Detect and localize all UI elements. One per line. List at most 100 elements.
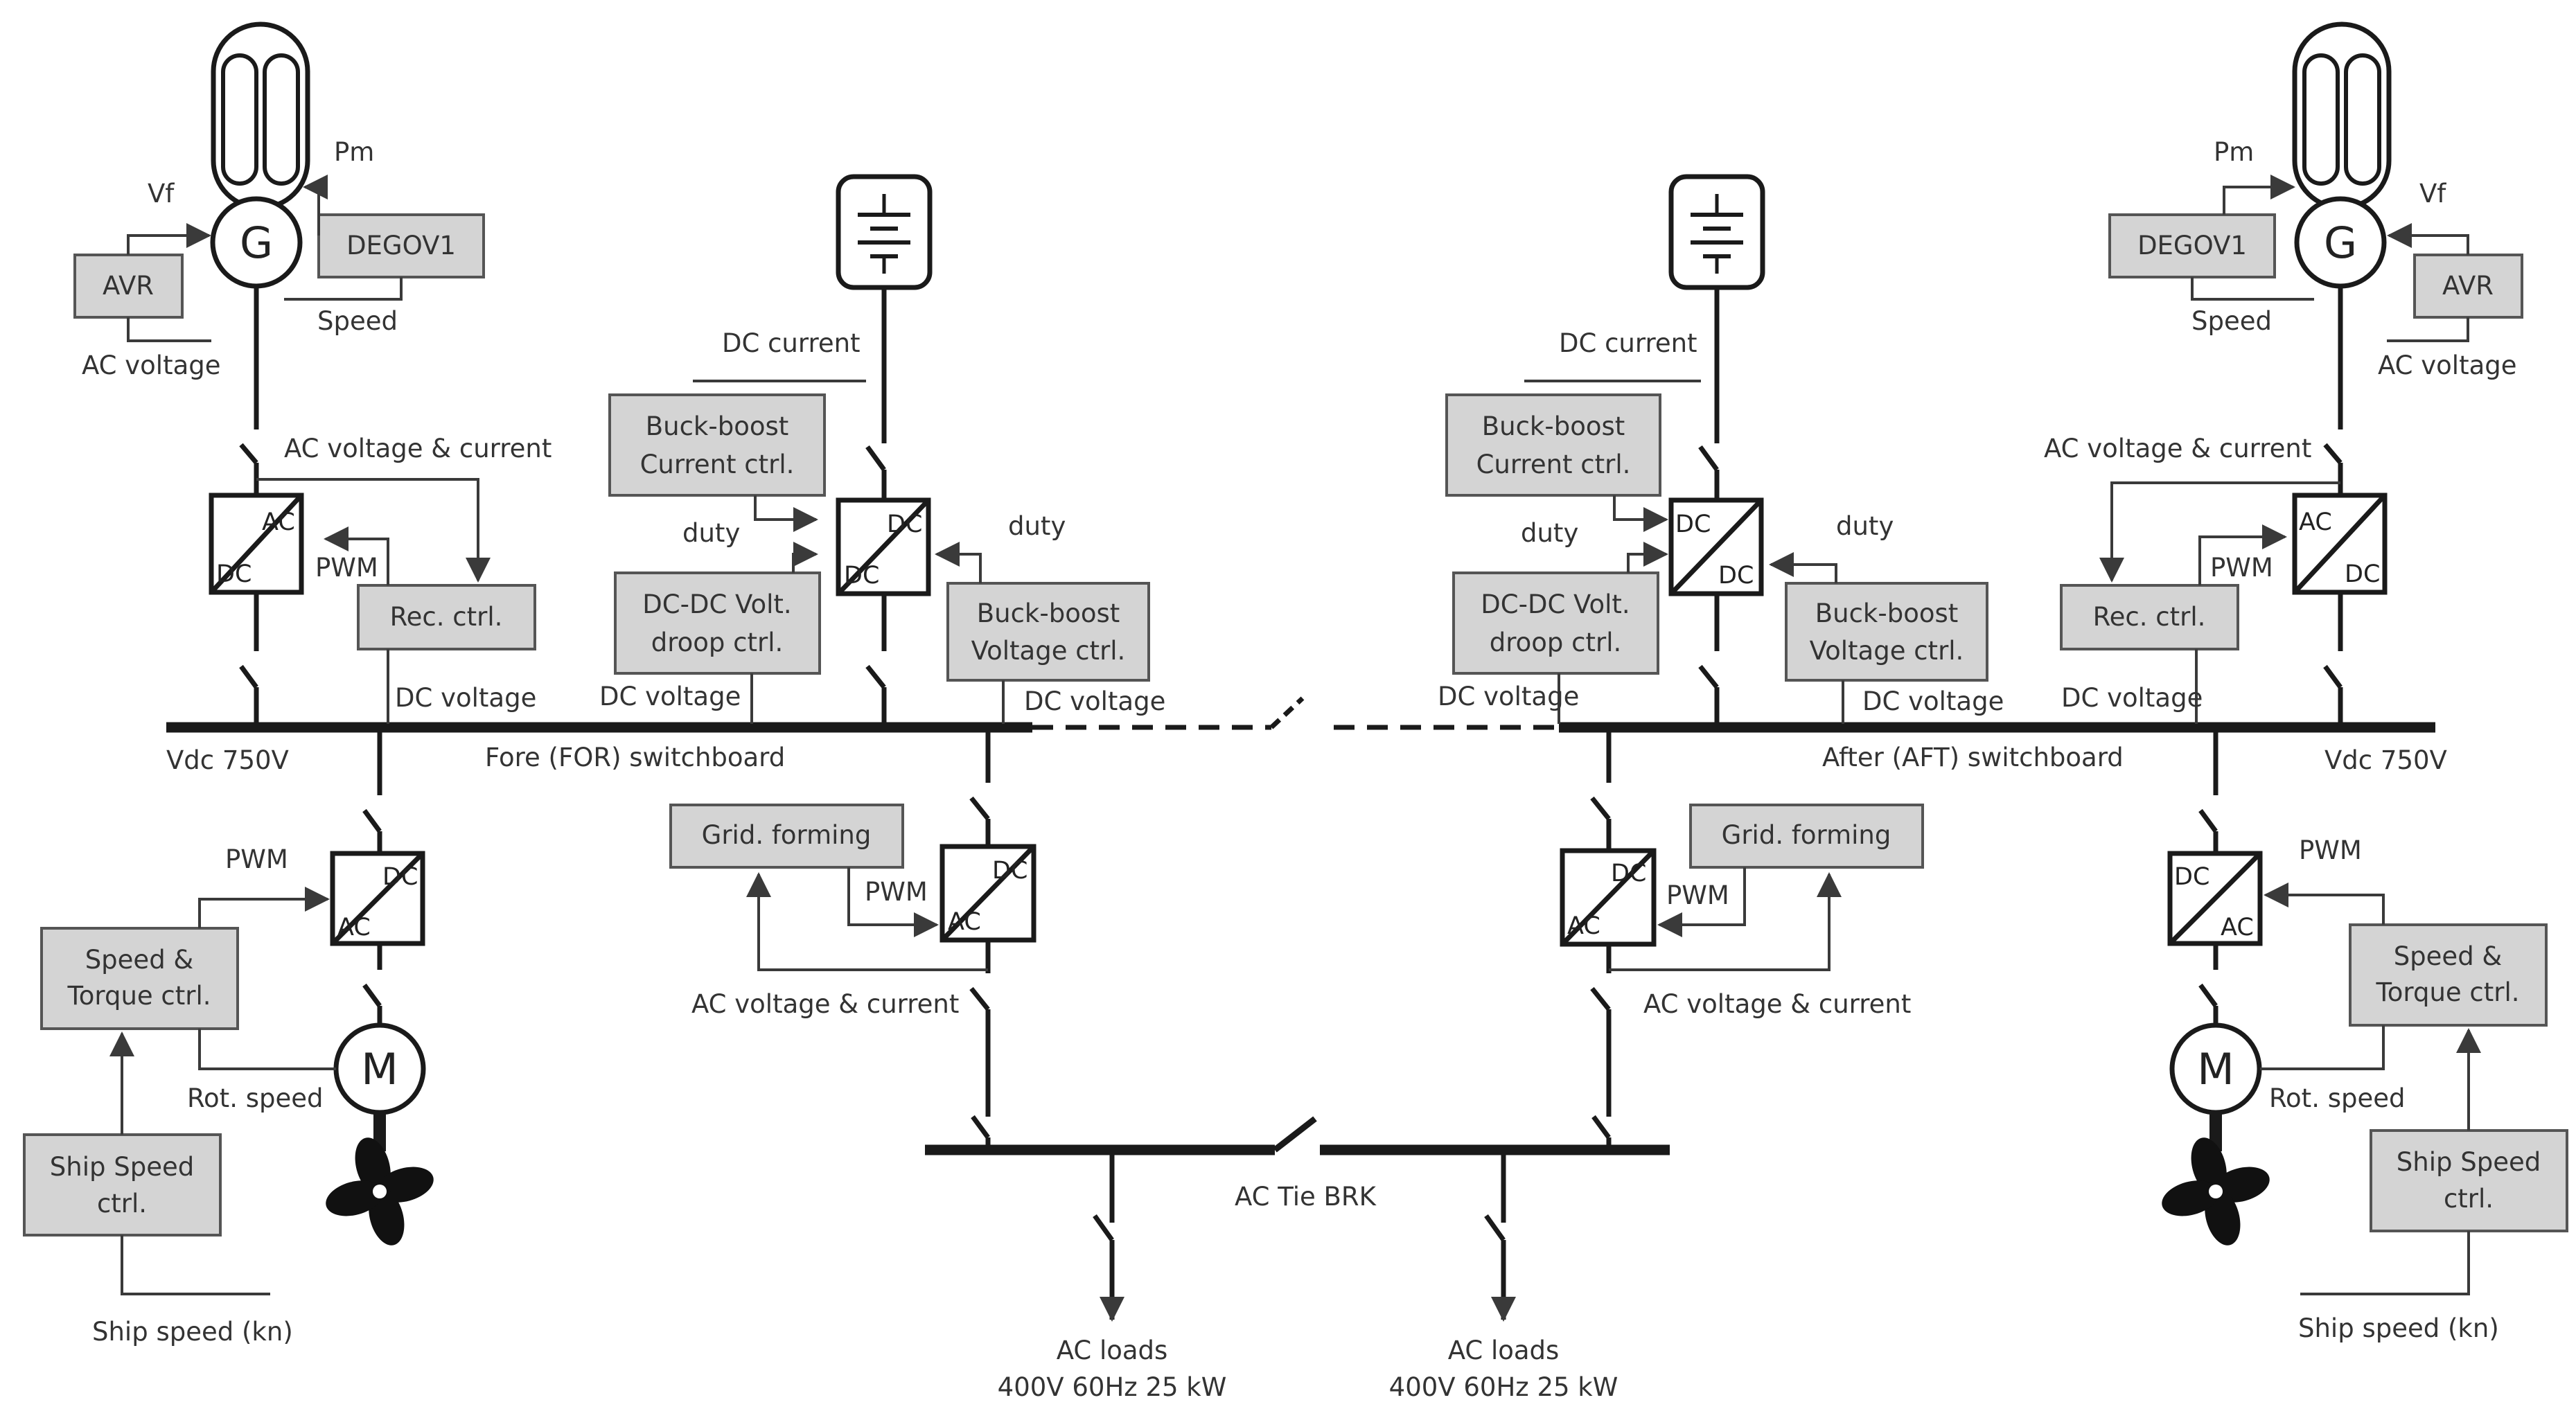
left-grid-inverter-ac: AC bbox=[948, 908, 981, 936]
duty-left-right-label: duty bbox=[1521, 518, 1578, 548]
grid-forming-box-right bbox=[1689, 804, 1924, 869]
bb-current-right-line2: Current ctrl. bbox=[1476, 450, 1631, 479]
speed-torque-right-line2: Torque ctrl. bbox=[2375, 977, 2519, 1007]
droop-box-right bbox=[1452, 571, 1659, 675]
ac-vi-grid-right-label: AC voltage & current bbox=[1643, 989, 1911, 1019]
vf-arrow-right bbox=[2387, 223, 2469, 255]
vf-right-label: Vf bbox=[2419, 179, 2446, 209]
left-generator-branch: G AC DC AVR Vf AC voltage DEGOV1 Pm Spee… bbox=[73, 21, 552, 775]
left-battery-breaker bbox=[865, 445, 886, 472]
ship-speed-input-line-right bbox=[2300, 1231, 2470, 1295]
diesel-engine-left-cylinder-1 bbox=[221, 53, 258, 186]
right-dcdc-top-dc: DC bbox=[1675, 511, 1711, 538]
right-rectifier-diagonal bbox=[2293, 493, 2387, 594]
left-dcdc-bottom-dc: DC bbox=[844, 562, 879, 590]
ac-voltage-line-right bbox=[2387, 317, 2469, 342]
pwm-grid-right-label: PWM bbox=[1666, 880, 1729, 910]
bb-current-right-line1: Buck-boost bbox=[1482, 411, 1625, 441]
bb-voltage-box-right bbox=[1785, 582, 1988, 682]
rot-speed-right-label: Rot. speed bbox=[2269, 1083, 2406, 1113]
ac-tie-breaker bbox=[1273, 1116, 1317, 1153]
ac-load-right-breaker bbox=[1484, 1214, 1506, 1242]
grid-forming-right-label: Grid. forming bbox=[1722, 820, 1891, 850]
dc-voltage-droop-left-label: DC voltage bbox=[599, 682, 741, 711]
duty-arrow-current-left bbox=[754, 495, 818, 532]
right-rect-breaker bbox=[2323, 664, 2343, 689]
bb-current-left-line2: Current ctrl. bbox=[640, 450, 795, 479]
right-motor-inverter-dc: DC bbox=[2174, 863, 2209, 891]
dc-voltage-bb-right-label: DC voltage bbox=[1862, 686, 2004, 716]
duty-arrow-droop-left bbox=[792, 542, 818, 573]
left-grid-inverter-diagonal bbox=[940, 844, 1036, 942]
left-motor-inverter-diagonal bbox=[330, 851, 425, 946]
propeller-right-icon bbox=[2162, 1137, 2270, 1246]
bb-current-box-right bbox=[1445, 393, 1661, 497]
ac-vi-grid-left-label: AC voltage & current bbox=[691, 989, 959, 1019]
ac-vi-arrow-right bbox=[2099, 481, 2340, 583]
vdc-right-label: Vdc 750V bbox=[2324, 745, 2447, 775]
speed-right-label: Speed bbox=[2191, 306, 2272, 336]
battery-left-icon bbox=[858, 194, 910, 274]
motor-pwm-right-label: PWM bbox=[2299, 835, 2362, 865]
left-rect-breaker bbox=[239, 664, 258, 689]
rec-ctrl-left-label: Rec. ctrl. bbox=[390, 602, 503, 632]
right-grid-inverter-diagonal bbox=[1560, 849, 1656, 946]
ship-speed-right-label: Ship speed (kn) bbox=[2298, 1313, 2499, 1343]
pwm-right-label: PWM bbox=[2210, 553, 2273, 583]
battery-right-icon bbox=[1691, 194, 1743, 274]
left-motor-inverter-dc: DC bbox=[382, 863, 418, 891]
bb-current-box-left bbox=[608, 393, 826, 497]
right-grid-inverter-ac: AC bbox=[1567, 912, 1600, 940]
propeller-left-icon bbox=[326, 1137, 434, 1246]
fore-switchboard-label: Fore (FOR) switchboard bbox=[485, 743, 785, 772]
speed-torque-right-line1: Speed & bbox=[2394, 941, 2503, 971]
rot-speed-line-left bbox=[198, 1029, 336, 1070]
duty-arrow-droop-right bbox=[1627, 542, 1668, 573]
left-inv-breaker-3 bbox=[971, 1115, 990, 1140]
ship-speed-left-label: Ship speed (kn) bbox=[92, 1317, 293, 1347]
ac-voltage-line-left bbox=[127, 317, 211, 342]
speed-torque-left-line1: Speed & bbox=[85, 945, 194, 975]
ship-speed-ctrl-right-line2: ctrl. bbox=[2444, 1184, 2494, 1214]
pm-arrow-right bbox=[2223, 175, 2295, 215]
dc-voltage-droop-right-label: DC voltage bbox=[1438, 682, 1579, 711]
ship-speed-ctrl-box-right bbox=[2370, 1129, 2568, 1232]
ac-load-right-line1: AC loads bbox=[1448, 1336, 1560, 1365]
pwm-left-label: PWM bbox=[315, 553, 378, 583]
degov-left-label: DEGOV1 bbox=[346, 231, 456, 260]
speed-line-left bbox=[284, 277, 403, 301]
bb-voltage-right-line1: Buck-boost bbox=[1815, 599, 1959, 628]
right-grid-inverter-dc: DC bbox=[1611, 860, 1646, 887]
bb-voltage-box-left bbox=[946, 582, 1150, 682]
right-rectifier-ac: AC bbox=[2299, 508, 2332, 536]
motor-right-label: M bbox=[2197, 1044, 2234, 1094]
duty-right-right-label: duty bbox=[1836, 511, 1894, 541]
left-motor-breaker bbox=[362, 808, 382, 833]
right-motor-inverter-diagonal bbox=[2168, 851, 2262, 946]
motor-left-label: M bbox=[361, 1044, 398, 1094]
right-generator-branch: G AC DC AVR Vf AC voltage DEGOV1 Pm Spee… bbox=[2044, 21, 2523, 775]
right-dcdc-breaker bbox=[1698, 664, 1719, 689]
left-motor-inverter-ac: AC bbox=[337, 914, 371, 941]
duty-arrow-voltage-right bbox=[1769, 552, 1837, 583]
left-inv-breaker bbox=[969, 796, 990, 821]
avr-left-label: AVR bbox=[103, 271, 154, 301]
left-motor-branch: DC AC M Speed & Torque ctrl. PWM Rot. sp… bbox=[23, 731, 434, 1347]
grid-forming-box-left bbox=[669, 804, 904, 869]
bb-current-left-line1: Buck-boost bbox=[646, 411, 789, 441]
duty-left-left-label: duty bbox=[682, 518, 740, 548]
pwm-arrow-right bbox=[2198, 524, 2287, 585]
motor-pwm-arrow-right bbox=[2264, 883, 2385, 925]
ac-load-left-line1: AC loads bbox=[1057, 1336, 1168, 1365]
pwm-arrow-left bbox=[324, 526, 389, 585]
right-dcdc-diagonal bbox=[1669, 498, 1763, 596]
diesel-engine-left-cylinder-2 bbox=[263, 53, 300, 186]
speed-torque-box-left bbox=[40, 927, 239, 1030]
left-rectifier-ac: AC bbox=[262, 508, 295, 536]
ac-vi-left-label: AC voltage & current bbox=[284, 434, 552, 463]
rec-ctrl-box-left bbox=[357, 584, 536, 650]
speed-torque-left-line2: Torque ctrl. bbox=[67, 981, 211, 1011]
ac-vi-right-label: AC voltage & current bbox=[2044, 434, 2311, 463]
left-rectifier-dc: DC bbox=[216, 560, 252, 588]
